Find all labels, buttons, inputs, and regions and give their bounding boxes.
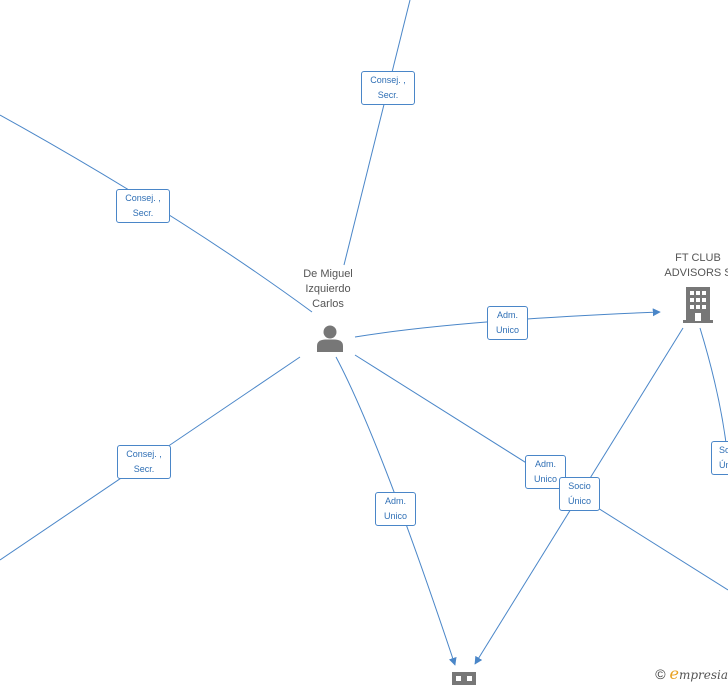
brand-initial: e (669, 664, 679, 683)
edge-adm-bottom (335, 356, 457, 666)
person-icon[interactable] (315, 323, 345, 353)
brand-rest: mpresia (678, 668, 728, 682)
edge-label-socio-unico[interactable]: Socio Único (559, 477, 600, 511)
company-name-label[interactable]: FT CLUB ADVISORS S (664, 252, 728, 279)
edge-label-adm-bottom[interactable]: Adm. Unico (375, 492, 416, 526)
empresia-watermark: © empresia (655, 664, 728, 683)
edge-label-upper-left[interactable]: Consej. , Secr. (116, 189, 170, 223)
building-icon-bottom[interactable] (452, 672, 476, 685)
person-name-label[interactable]: De Miguel Izquierdo Carlos (303, 268, 353, 310)
copyright-icon: © (655, 666, 666, 682)
edge-adm-ft (354, 308, 661, 338)
edge-label-adm-ft[interactable]: Adm. Unico (487, 306, 528, 340)
edge-label-right-partial[interactable]: So Ún (711, 441, 728, 475)
building-icon[interactable] (683, 287, 713, 323)
edge-label-top[interactable]: Consej. , Secr. (361, 71, 415, 105)
edge-label-lower-left[interactable]: Consej. , Secr. (117, 445, 171, 479)
edge-top (343, 0, 411, 266)
edge-label-adm-right[interactable]: Adm. Unico (525, 455, 566, 489)
